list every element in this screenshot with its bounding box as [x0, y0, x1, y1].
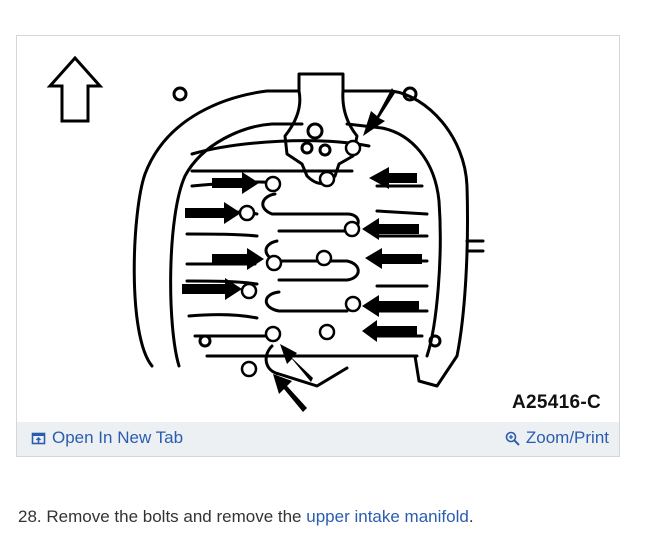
figure-caption: A25416-C: [511, 392, 601, 413]
bolts: [238, 139, 362, 378]
step-text-before: Remove the bolts and remove the: [46, 507, 302, 526]
step-number: 28.: [18, 507, 42, 526]
bolt: [238, 204, 256, 222]
zoom-print-label: Zoom/Print: [525, 428, 609, 447]
bolt: [264, 325, 282, 343]
step-instruction: 28. Remove the bolts and remove the uppe…: [18, 507, 474, 527]
bolt: [240, 282, 258, 300]
bolt: [318, 323, 336, 341]
bolt: [344, 139, 362, 157]
open-in-new-tab-link[interactable]: Open In New Tab: [31, 428, 183, 448]
figure-card: A25416-C Open In New Tab Zoom/Print: [16, 35, 620, 457]
bolt: [240, 360, 258, 378]
step-text-after: .: [468, 507, 474, 526]
intake-manifold-illustration: [46, 55, 485, 412]
zoom-print-link[interactable]: Zoom/Print: [505, 428, 609, 448]
figure-toolbar: Open In New Tab Zoom/Print: [17, 422, 619, 456]
zoom-magnifier-icon: [505, 431, 520, 446]
up-arrow-icon: [46, 55, 104, 123]
manifold-outline: [132, 72, 469, 388]
open-in-new-tab-label: Open In New Tab: [52, 428, 184, 447]
bolt: [318, 170, 336, 188]
bolt: [343, 220, 361, 238]
bolt: [344, 295, 362, 313]
upper-intake-manifold-link[interactable]: upper intake manifold: [306, 507, 469, 526]
bolt-arrows: [182, 88, 422, 412]
bolt: [315, 249, 333, 267]
bolt: [264, 175, 282, 193]
open-in-new-tab-icon: [31, 432, 46, 444]
bolt: [265, 254, 283, 272]
